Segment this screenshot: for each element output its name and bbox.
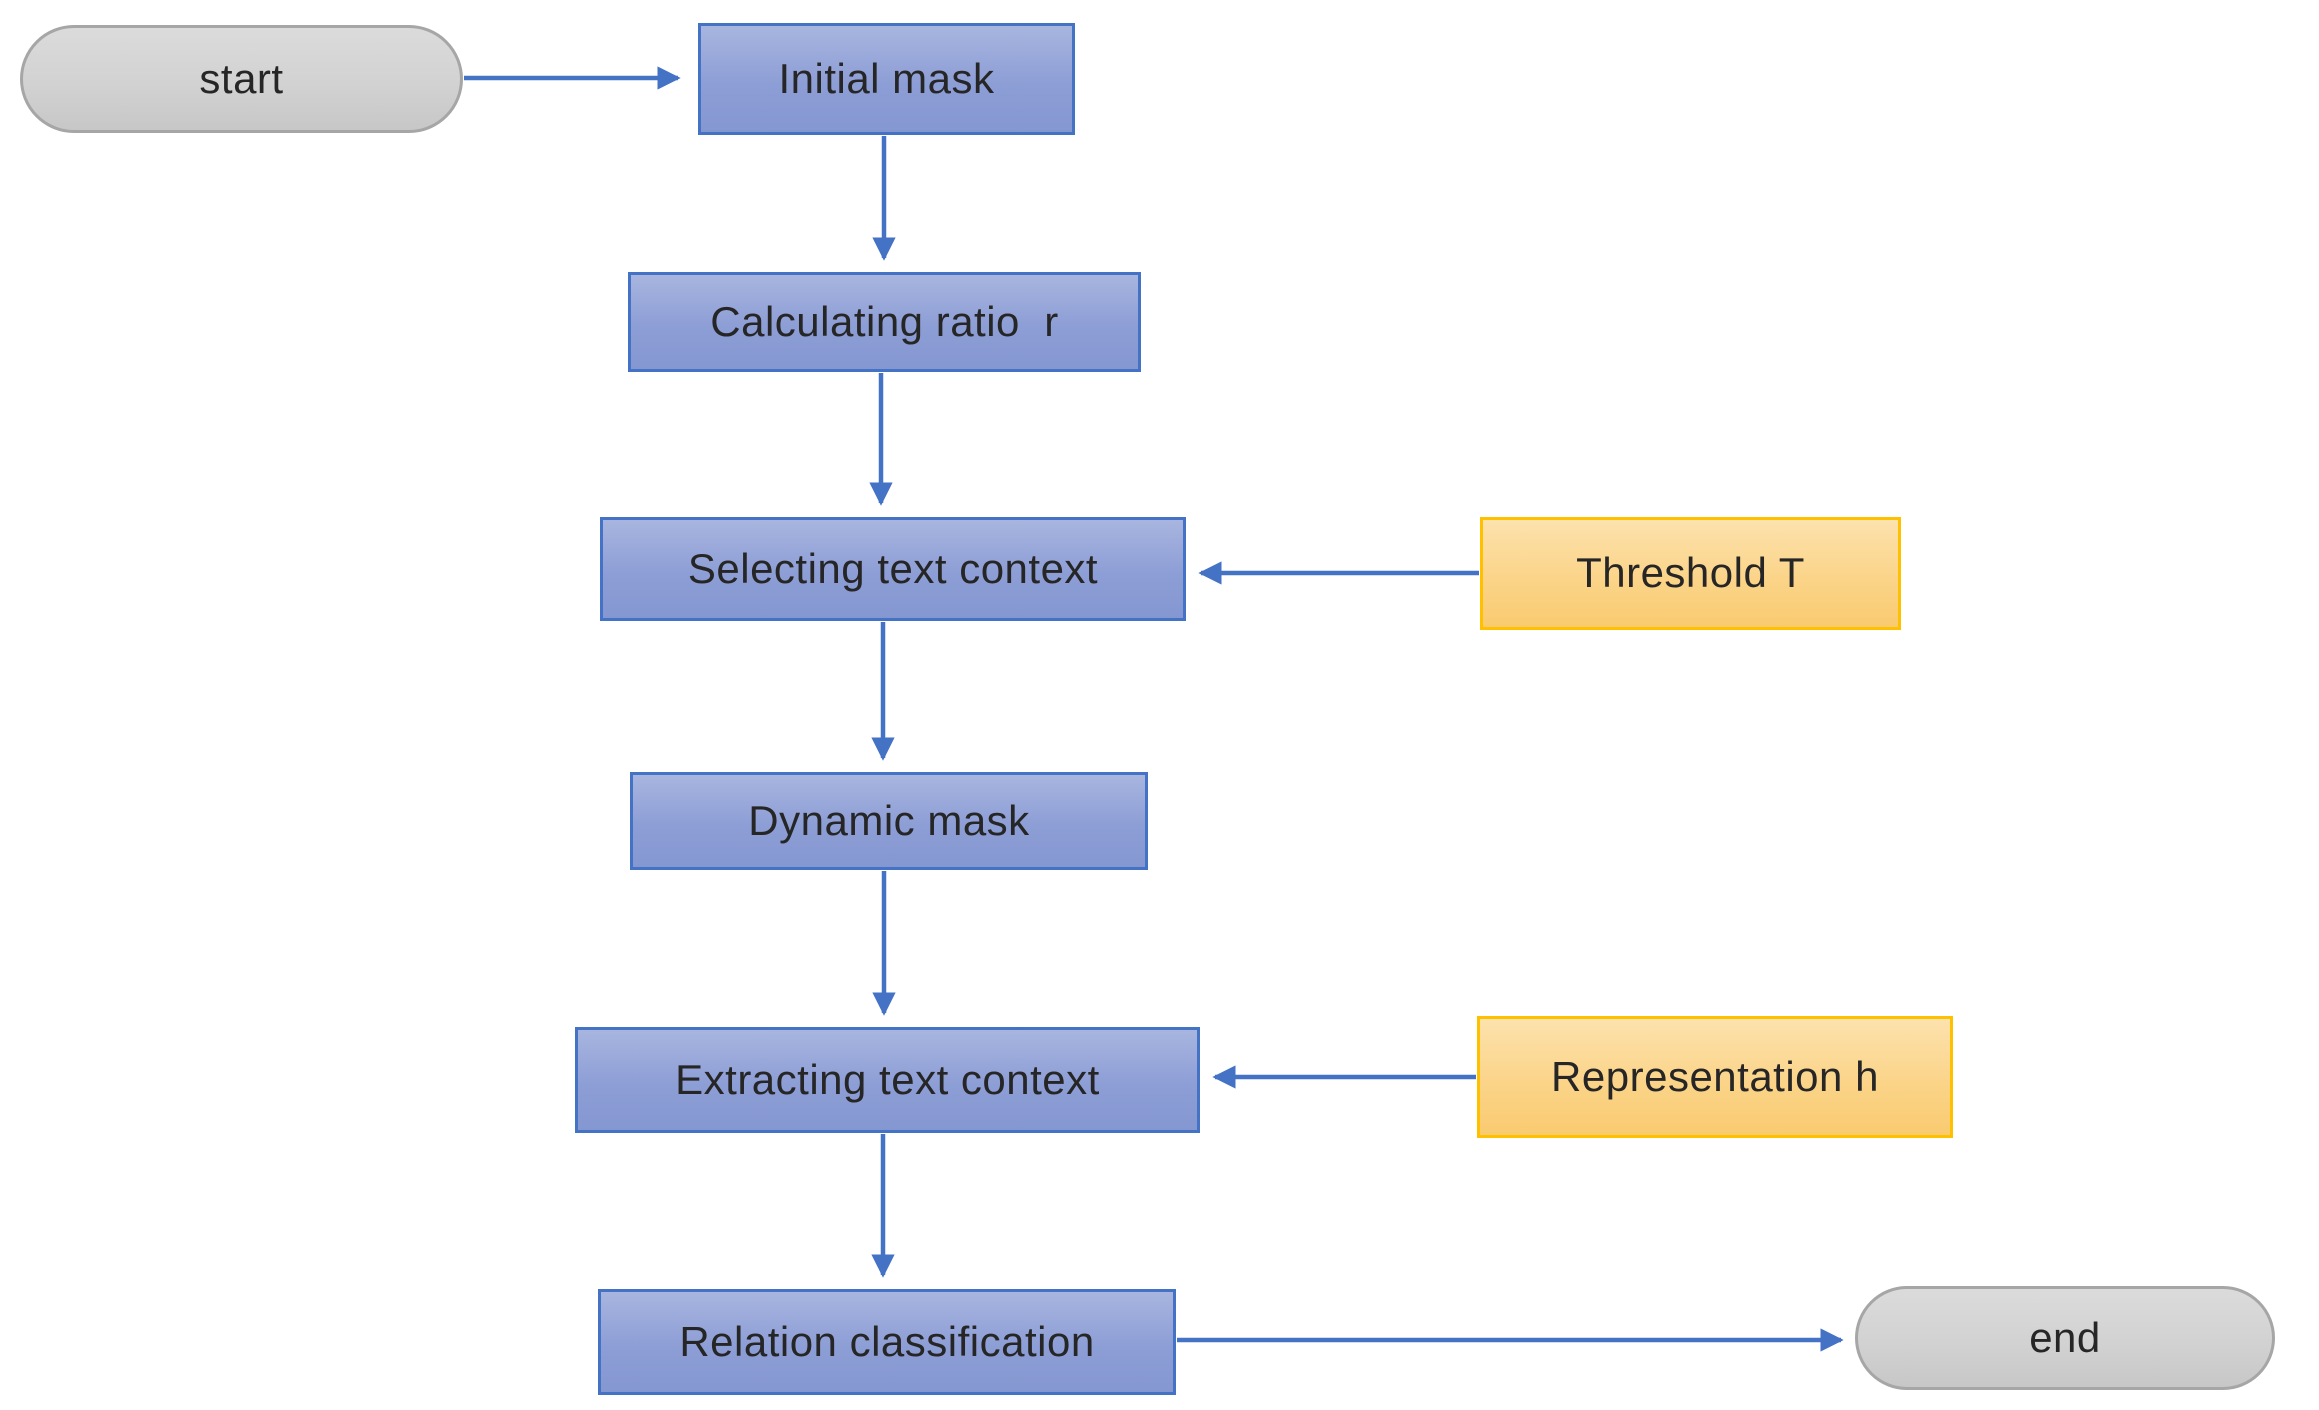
dynamic-mask-node: Dynamic mask [630, 772, 1148, 870]
initial-mask-node: Initial mask [698, 23, 1075, 135]
calculating-ratio-node-label: Calculating ratio r [710, 297, 1059, 345]
extracting-text-context-node: Extracting text context [575, 1027, 1200, 1133]
end-node: end [1855, 1286, 2275, 1390]
representation-node: Representation h [1477, 1016, 1953, 1138]
threshold-node-label: Threshold T [1576, 549, 1805, 597]
start-node-label: start [199, 54, 284, 102]
extracting-text-context-node-label: Extracting text context [675, 1055, 1100, 1103]
initial-mask-node-label: Initial mask [778, 54, 995, 102]
end-node-label: end [2029, 1313, 2101, 1361]
relation-classification-node-label: Relation classification [679, 1317, 1095, 1365]
dynamic-mask-node-label: Dynamic mask [748, 796, 1030, 844]
start-node: start [20, 25, 463, 133]
calculating-ratio-node: Calculating ratio r [628, 272, 1141, 372]
representation-node-label: Representation h [1551, 1052, 1879, 1100]
threshold-node: Threshold T [1480, 517, 1901, 630]
selecting-text-context-node-label: Selecting text context [687, 544, 1099, 592]
relation-classification-node: Relation classification [598, 1289, 1176, 1395]
selecting-text-context-node: Selecting text context [600, 517, 1186, 621]
